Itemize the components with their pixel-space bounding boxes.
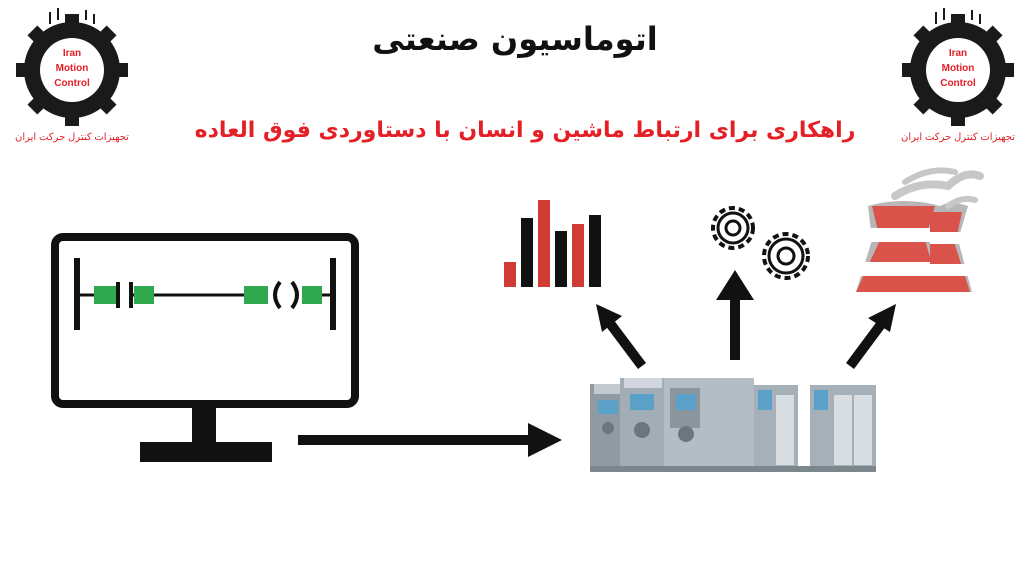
gear-icon: [902, 8, 1014, 126]
arrow-up-icon: [716, 270, 754, 360]
logo-line2: Motion: [942, 63, 975, 74]
logo-line1: Iran: [63, 48, 81, 59]
plc-hardware: [590, 378, 876, 472]
gear-icon: [16, 8, 128, 126]
arrow-right-icon: [298, 423, 562, 457]
monitor-ladder-icon: [51, 233, 359, 462]
page-title: اتوماسیون صنعتی: [372, 20, 658, 58]
arrow-up-icon: [596, 304, 646, 369]
logo-arc-text: تجهیزات کنترل حرکت ایران: [901, 132, 1015, 143]
logo-line2: Motion: [56, 63, 89, 74]
logo-line3: Control: [54, 78, 90, 89]
bar-chart-icon: [504, 200, 601, 287]
logo-line1: Iran: [949, 48, 967, 59]
logo-arc-text: تجهیزات کنترل حرکت ایران: [15, 132, 129, 143]
logo-right: Iran Motion Control تجهیزات کنترل حرکت ا…: [896, 8, 1020, 143]
logo-left: Iran Motion Control تجهیزات کنترل حرکت ا…: [10, 8, 134, 143]
arrow-up-icon: [845, 304, 896, 369]
factory-icon: [856, 167, 984, 292]
page-subtitle: راهکاری برای ارتباط ماشین و انسان با دست…: [194, 118, 856, 143]
logo-line3: Control: [940, 78, 976, 89]
gears-icon: [711, 206, 810, 280]
